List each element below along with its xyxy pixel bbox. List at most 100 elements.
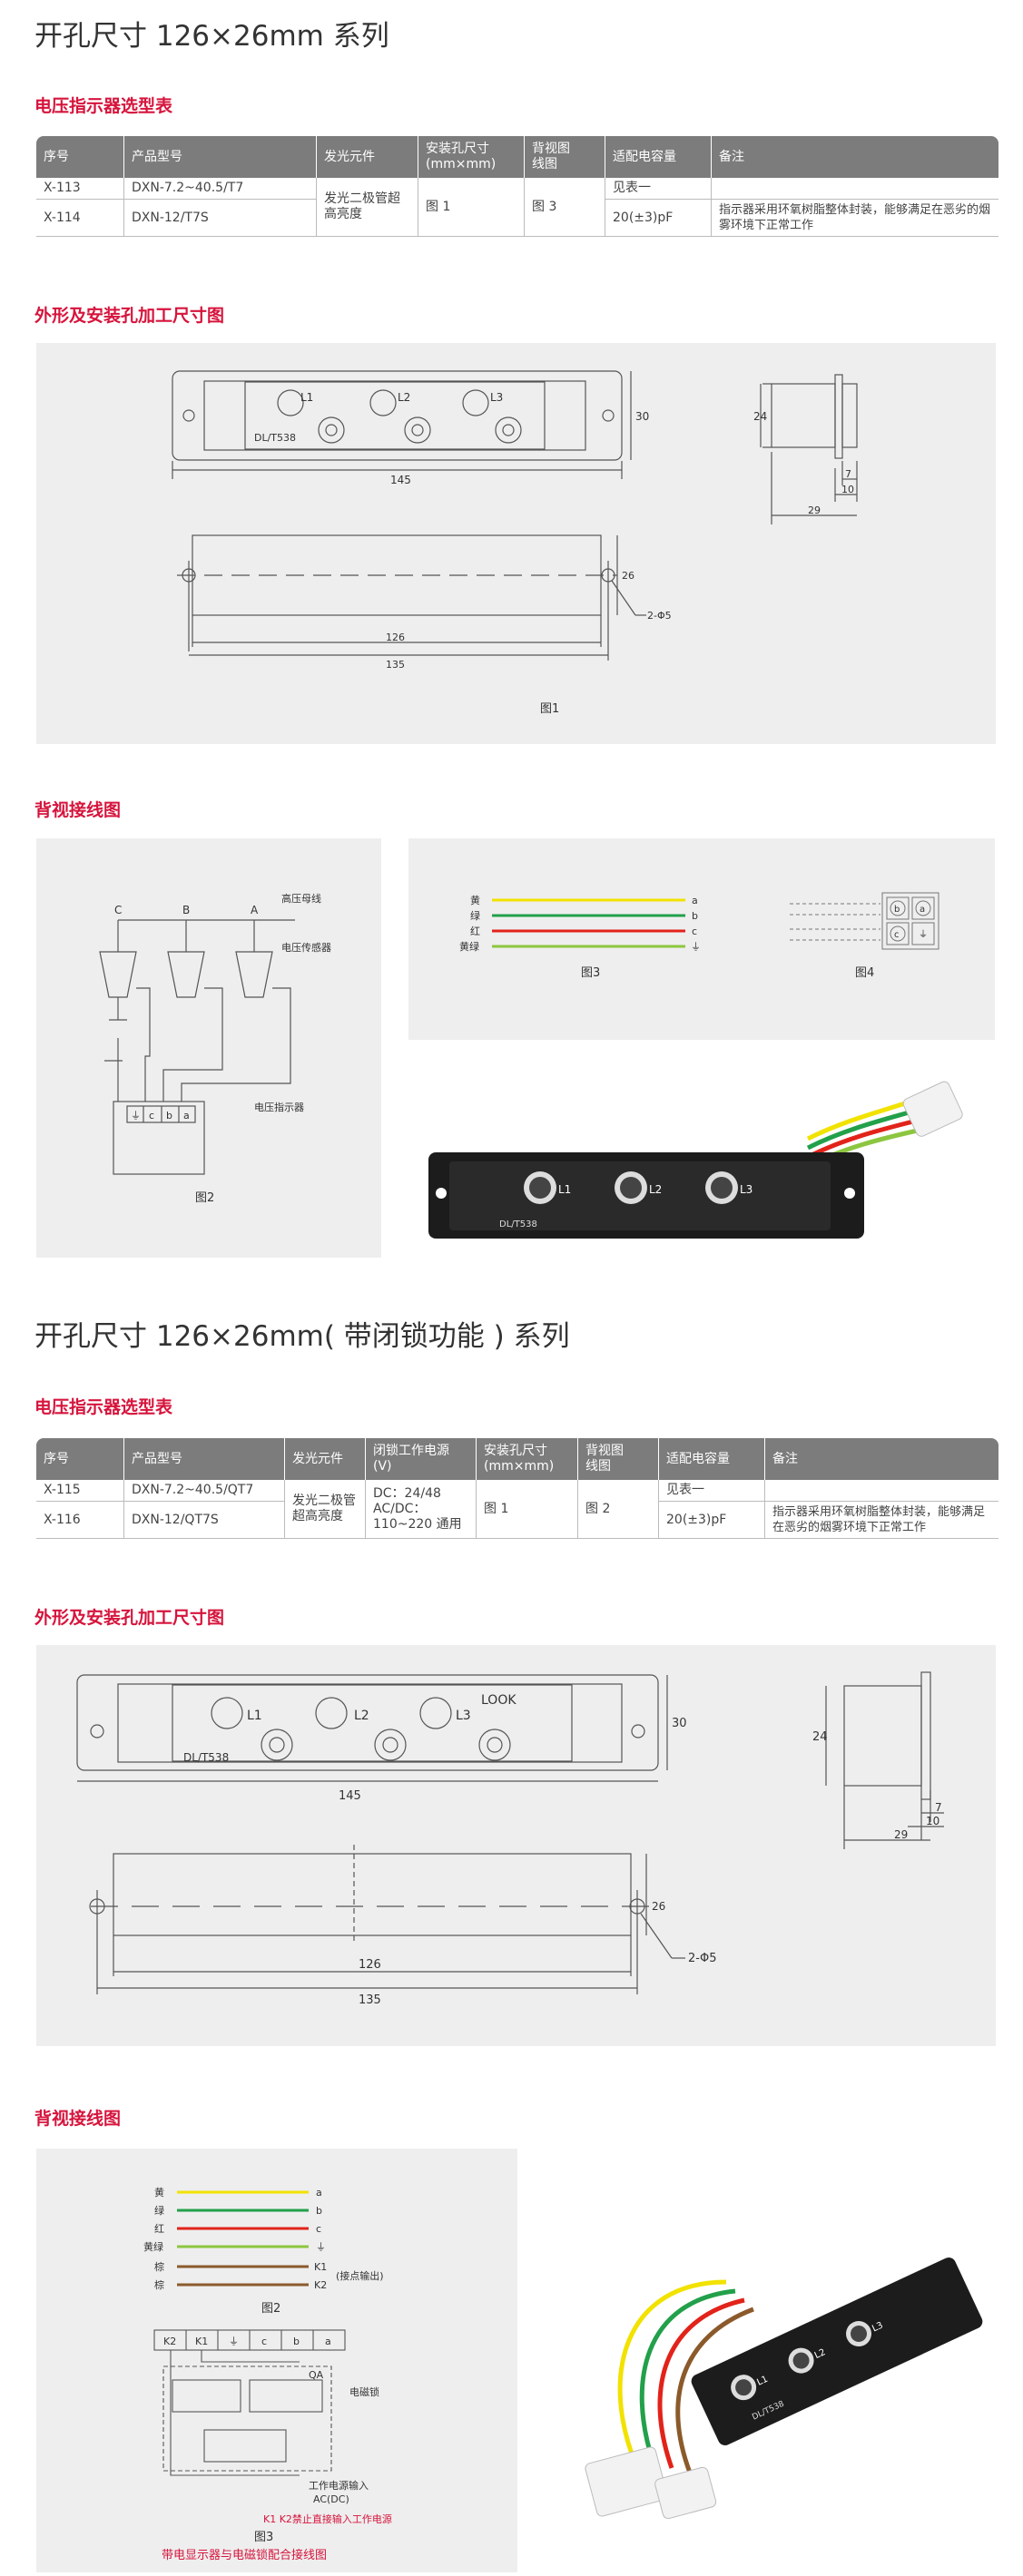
wire-name-5: 棕 <box>154 2278 164 2291</box>
wire-end-b: b <box>692 910 698 922</box>
section1-table-heading: 电压指示器选型表 <box>34 96 173 116</box>
dim-hole: 2-Φ5 <box>647 610 672 622</box>
selection-table-1: 序号 产品型号 发光元件 安装孔尺寸 (mm×mm) 背视图 线图 适配电容量 … <box>36 136 998 237</box>
cell-model: DXN-7.2~40.5/T7 <box>124 178 317 200</box>
photo2-label-l1: L1 <box>755 2375 769 2388</box>
connector-fig4 <box>790 892 939 950</box>
dim-135: 135 <box>359 1993 381 2007</box>
cell-hole: 图 1 <box>418 178 525 237</box>
cell-note: 指示器采用环氧树脂整体封装，能够满足在恶劣的烟雾环境下正常工作 <box>765 1502 998 1539</box>
label-l3: L3 <box>456 1709 471 1723</box>
dim-30: 30 <box>672 1717 687 1730</box>
fig3-drawing: 黄 绿 红 黄绿 a b c ⏚ 图3 图4 b a <box>459 892 939 980</box>
photo-label-l3: L3 <box>740 1183 752 1196</box>
th-model: 产品型号 <box>124 1438 285 1480</box>
cell-cap: 20(±3)pF <box>605 200 712 237</box>
dim-30: 30 <box>635 410 649 423</box>
th-cap: 适配电容量 <box>659 1438 765 1480</box>
table-header-row: 序号 产品型号 发光元件 安装孔尺寸 (mm×mm) 背视图 线图 适配电容量 … <box>36 136 998 178</box>
cell-light: 发光二极管超高亮度 <box>317 178 418 237</box>
cell-hole: 图 1 <box>477 1480 578 1539</box>
dim-7: 7 <box>935 1801 942 1814</box>
terminal-ground: ⏚ <box>131 1110 141 1121</box>
section1-dim-heading: 外形及安装孔加工尺寸图 <box>34 306 225 326</box>
dim-29: 29 <box>808 504 821 516</box>
wire-name-yg: 黄绿 <box>459 940 479 953</box>
fig3-panel: 黄 绿 红 黄绿 a b c ⏚ 图3 图4 b a <box>408 838 995 1040</box>
cell-note: 指示器采用环氧树脂整体封装，能够满足在恶劣的烟雾环境下正常工作 <box>712 200 998 237</box>
fig3b-caption: 图3 <box>254 2531 273 2544</box>
fig1b-panel: L1 L2 L3 LOOK DL/T538 145 30 24 7 10 29 … <box>36 1645 996 2046</box>
section2-table-heading: 电压指示器选型表 <box>34 1397 173 1417</box>
warning-text: K1 K2禁止直接输入工作电源 <box>263 2512 392 2525</box>
cell-model: DXN-12/QT7S <box>124 1502 285 1539</box>
power-label: 工作电源输入 <box>309 2479 369 2492</box>
table-row: X-113 DXN-7.2~40.5/T7 发光二极管超高亮度 图 1 图 3 … <box>36 178 998 237</box>
cell-power: DC：24/48 AC/DC：110~220 通用 <box>366 1480 477 1539</box>
label-model: DL/T538 <box>254 432 296 444</box>
indicator-box <box>113 1101 205 1175</box>
terminal-c: c <box>149 1110 154 1121</box>
phase-c-label: C <box>114 904 122 916</box>
cell-model: DXN-12/T7S <box>124 200 317 237</box>
dim-26: 26 <box>652 1900 665 1913</box>
selection-table-2: 序号 产品型号 发光元件 闭锁工作电源 (V) 安装孔尺寸 (mm×mm) 背视… <box>36 1438 998 1539</box>
fig2b-caption: 图2 <box>261 2302 280 2316</box>
section1-wiring-heading: 背视接线图 <box>34 800 122 820</box>
th-hole: 安装孔尺寸 (mm×mm) <box>477 1438 578 1480</box>
wire-end-g: ⏚ <box>691 941 701 953</box>
wire-name-red: 红 <box>470 926 480 937</box>
label-look: LOOK <box>481 1693 516 1708</box>
table-row: X-115 DXN-7.2~40.5/QT7 发光二极管超高亮度 DC：24/4… <box>36 1480 998 1539</box>
wire-end-1: b <box>316 2205 322 2217</box>
fig2b-drawing: 黄 绿 红 黄绿 棕 棕 a b c ⏚ K1 K2 (接点输出) 图2 <box>143 2186 392 2562</box>
wire-end-c: c <box>692 926 697 937</box>
fig2-panel: C B A 高压母线 电压传感器 ⏚ c b a 电压指示器 图2 <box>36 838 381 1258</box>
th-no: 序号 <box>36 136 124 178</box>
contact-note: (接点输出) <box>336 2269 384 2282</box>
phase-b-capacitor <box>167 920 205 998</box>
busbar-label: 高压母线 <box>281 892 321 905</box>
cell-cap: 见表一 <box>659 1480 765 1502</box>
qa-label: QA <box>309 2369 324 2381</box>
dim-24: 24 <box>753 410 767 423</box>
cell-light: 发光二极管超高亮度 <box>285 1480 366 1539</box>
cell-no: X-116 <box>36 1502 124 1539</box>
power-label-2: AC(DC) <box>313 2493 349 2505</box>
photo2-label-l2: L2 <box>813 2347 827 2361</box>
lock-label: 电磁锁 <box>349 2385 379 2398</box>
photo-label-l2: L2 <box>649 1183 662 1196</box>
pin-c: c <box>894 930 900 940</box>
fig1-panel: L1 L2 L3 DL/T538 145 30 24 7 10 29 126 1… <box>36 343 996 744</box>
term-c: c <box>261 2336 267 2347</box>
wire-end-4: K1 <box>314 2261 327 2273</box>
phase-c-capacitor <box>99 920 137 1021</box>
cell-wiring: 图 2 <box>578 1480 659 1539</box>
fig2b-panel: 黄 绿 红 黄绿 棕 棕 a b c ⏚ K1 K2 (接点输出) 图2 <box>36 2149 517 2572</box>
label-l2: L2 <box>354 1709 369 1723</box>
sensor-label: 电压传感器 <box>281 942 331 954</box>
wire-end-2: c <box>316 2223 321 2235</box>
label-model: DL/T538 <box>183 1751 229 1764</box>
th-model: 产品型号 <box>124 136 317 178</box>
fig3-caption: 图3 <box>581 966 600 980</box>
wire-name-0: 黄 <box>154 2186 164 2199</box>
section2-wiring-heading: 背视接线图 <box>34 2109 122 2129</box>
front-inner <box>203 380 586 451</box>
cell-no: X-115 <box>36 1480 124 1502</box>
dim-7: 7 <box>845 468 851 480</box>
cell-model: DXN-7.2~40.5/QT7 <box>124 1480 285 1502</box>
label-l2: L2 <box>398 391 410 404</box>
th-wiring: 背视图 线图 <box>578 1438 659 1480</box>
fig2-drawing: C B A 高压母线 电压传感器 ⏚ c b a 电压指示器 图2 <box>99 892 331 1205</box>
wire-end-3: ⏚ <box>316 2241 326 2253</box>
table-row: X-114 DXN-12/T7S 20(±3)pF 指示器采用环氧树脂整体封装，… <box>36 200 998 237</box>
pin-a: a <box>920 905 925 915</box>
th-hole: 安装孔尺寸 (mm×mm) <box>418 136 525 178</box>
pin-b: b <box>894 905 900 915</box>
wire-name-2: 红 <box>154 2223 164 2235</box>
dim-29: 29 <box>894 1828 908 1841</box>
product-photo-2: L1 L2 L3 DL/T538 <box>572 2164 998 2554</box>
cell-no: X-113 <box>36 178 124 200</box>
dim-145: 145 <box>339 1789 361 1803</box>
